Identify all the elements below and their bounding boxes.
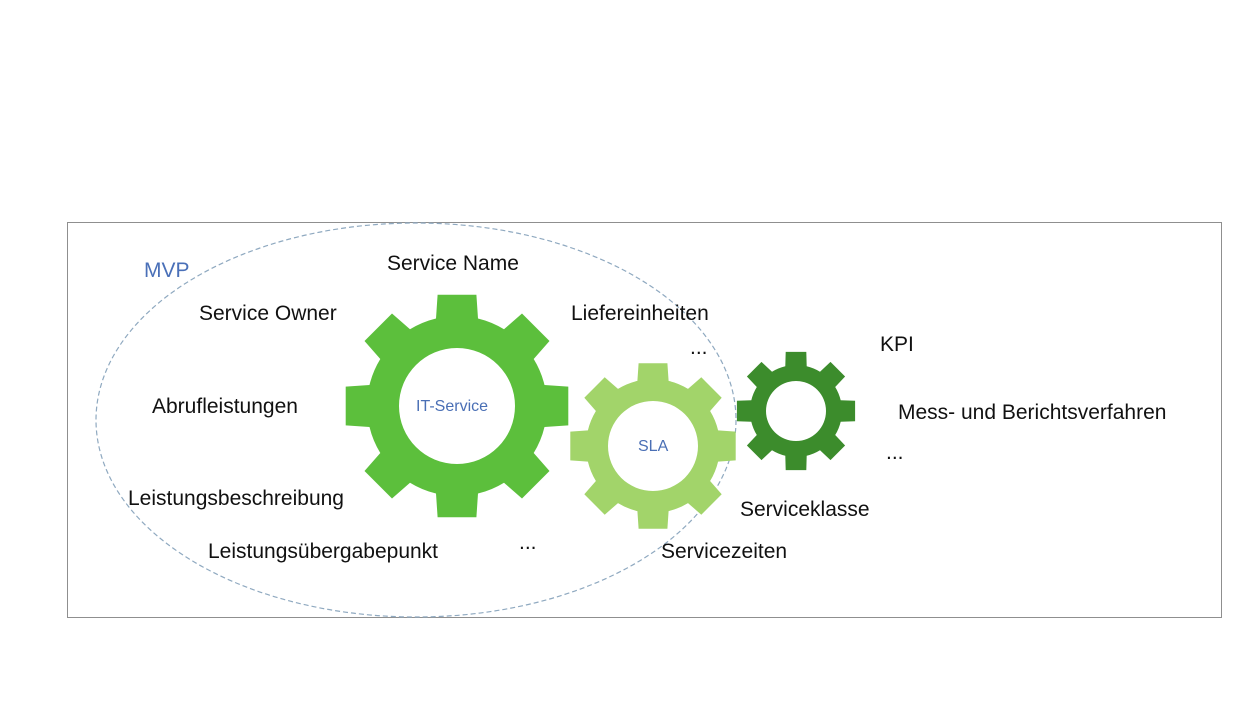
label-serviceklasse: Serviceklasse <box>740 498 870 521</box>
diagram-frame <box>67 222 1222 618</box>
label-abrufleistungen: Abrufleistungen <box>152 395 298 418</box>
label-ellipsis-bottom: ... <box>519 531 537 554</box>
label-service-name: Service Name <box>387 252 519 275</box>
label-leistungsuebergabepunkt: Leistungsübergabepunkt <box>208 540 439 563</box>
sla-gear <box>570 363 736 529</box>
it-service-gear <box>345 294 569 518</box>
sla-gear-label: SLA <box>638 438 669 455</box>
label-liefereinheiten: Liefereinheiten <box>571 302 709 325</box>
label-servicezeiten: Servicezeiten <box>661 540 788 563</box>
mvp-scope-label: MVP <box>144 259 190 282</box>
label-ellipsis-top: ... <box>690 336 708 359</box>
label-kpi: KPI <box>880 333 914 356</box>
label-ellipsis-right: ... <box>886 441 904 464</box>
kpi-gear <box>736 351 856 471</box>
label-leistungsbeschreibung: Leistungsbeschreibung <box>128 487 344 510</box>
label-service-owner: Service Owner <box>199 302 337 325</box>
label-mess-und-berichtsverfahren: Mess- und Berichtsverfahren <box>898 401 1167 424</box>
it-service-gear-label: IT-Service <box>416 398 489 415</box>
mvp-scope-ellipse <box>95 222 737 618</box>
